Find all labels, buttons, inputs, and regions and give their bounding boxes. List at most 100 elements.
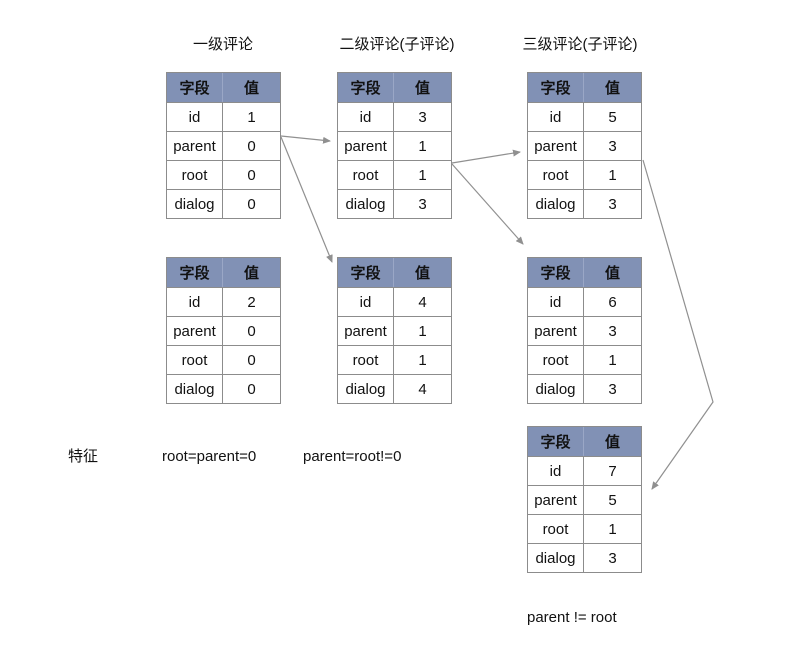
table-row-root: root 1 — [528, 160, 641, 189]
table-row-root: root 0 — [167, 345, 280, 374]
field-name-cell: root — [528, 161, 584, 189]
table-row-dialog: dialog 3 — [528, 543, 641, 572]
field-name-cell: root — [167, 346, 223, 374]
field-name-cell: parent — [528, 486, 584, 514]
arrow-comment5-to-comment7 — [642, 159, 714, 490]
table-header-row: 字段 值 — [528, 427, 641, 456]
table-row-dialog: dialog 0 — [167, 189, 280, 218]
field-name-cell: dialog — [338, 375, 394, 403]
table-row-root: root 1 — [338, 160, 451, 189]
table-header-row: 字段 值 — [338, 73, 451, 102]
field-value-cell: 4 — [418, 380, 427, 398]
table-row-root: root 1 — [528, 514, 641, 543]
field-name-cell: parent — [528, 317, 584, 345]
feature-level3-rule: parent != root — [527, 609, 617, 626]
table-row-parent: parent 3 — [528, 316, 641, 345]
field-value-cell: 3 — [418, 108, 427, 126]
table-row-dialog: dialog 3 — [338, 189, 451, 218]
field-name-cell: dialog — [528, 544, 584, 572]
field-value-cell: 1 — [608, 520, 617, 538]
field-name-cell: dialog — [167, 190, 223, 218]
table-header-row: 字段 值 — [338, 258, 451, 287]
header-cell-value: 值 — [604, 80, 620, 97]
field-value-cell: 3 — [608, 137, 617, 155]
feature-level1-rule: root=parent=0 — [162, 448, 257, 465]
field-value-cell: 3 — [608, 380, 617, 398]
field-value-cell: 2 — [247, 293, 256, 311]
field-value-cell: 0 — [247, 351, 256, 369]
field-value-cell: 1 — [418, 322, 427, 340]
arrow-comment3-to-comment6 — [451, 163, 524, 245]
field-name-cell: dialog — [338, 190, 394, 218]
header-cell-value: 值 — [604, 434, 620, 451]
arrow-comment3-to-comment5 — [451, 149, 521, 164]
field-name-cell: parent — [167, 317, 223, 345]
header-cell-value: 值 — [243, 80, 259, 97]
field-name-cell: root — [167, 161, 223, 189]
features-caption: 特征 — [68, 448, 99, 465]
table-row-root: root 1 — [528, 345, 641, 374]
field-value-cell: 7 — [608, 462, 617, 480]
column-title-level2: 二级评论(子评论) — [339, 36, 455, 53]
field-value-cell: 3 — [608, 322, 617, 340]
field-value-cell: 5 — [608, 108, 617, 126]
field-name-cell: id — [167, 288, 223, 316]
table-header-row: 字段 值 — [167, 73, 280, 102]
field-name-cell: id — [528, 288, 584, 316]
field-value-cell: 0 — [247, 322, 256, 340]
header-cell-field: 字段 — [338, 73, 394, 102]
comment-table-id6: 字段 值 id 6 parent 3 root 1 dialog 3 — [527, 257, 642, 404]
header-cell-field: 字段 — [528, 258, 584, 287]
header-cell-value: 值 — [604, 265, 620, 282]
field-name-cell: id — [167, 103, 223, 131]
field-value-cell: 6 — [608, 293, 617, 311]
field-name-cell: parent — [338, 317, 394, 345]
table-row-id: id 2 — [167, 287, 280, 316]
field-value-cell: 3 — [608, 549, 617, 567]
field-value-cell: 5 — [608, 491, 617, 509]
field-value-cell: 1 — [608, 351, 617, 369]
table-header-row: 字段 值 — [528, 73, 641, 102]
field-value-cell: 3 — [608, 195, 617, 213]
table-row-parent: parent 0 — [167, 131, 280, 160]
field-name-cell: parent — [528, 132, 584, 160]
field-value-cell: 3 — [418, 195, 427, 213]
column-title-level1: 一级评论 — [192, 36, 253, 53]
field-value-cell: 1 — [418, 166, 427, 184]
field-name-cell: id — [528, 457, 584, 485]
field-value-cell: 1 — [608, 166, 617, 184]
header-cell-field: 字段 — [528, 73, 584, 102]
field-name-cell: dialog — [528, 375, 584, 403]
table-row-parent: parent 1 — [338, 316, 451, 345]
field-name-cell: root — [528, 515, 584, 543]
field-value-cell: 1 — [418, 137, 427, 155]
table-row-parent: parent 0 — [167, 316, 280, 345]
field-name-cell: root — [338, 161, 394, 189]
field-value-cell: 0 — [247, 137, 256, 155]
field-name-cell: root — [528, 346, 584, 374]
field-name-cell: id — [338, 288, 394, 316]
field-value-cell: 1 — [418, 351, 427, 369]
field-name-cell: root — [338, 346, 394, 374]
arrow-comment1-to-comment4 — [280, 136, 333, 263]
feature-level2-rule: parent=root!=0 — [303, 448, 402, 465]
field-name-cell: parent — [167, 132, 223, 160]
header-cell-field: 字段 — [528, 427, 584, 456]
field-value-cell: 0 — [247, 195, 256, 213]
comment-table-id7: 字段 值 id 7 parent 5 root 1 dialog 3 — [527, 426, 642, 573]
table-row-dialog: dialog 4 — [338, 374, 451, 403]
header-cell-field: 字段 — [167, 258, 223, 287]
